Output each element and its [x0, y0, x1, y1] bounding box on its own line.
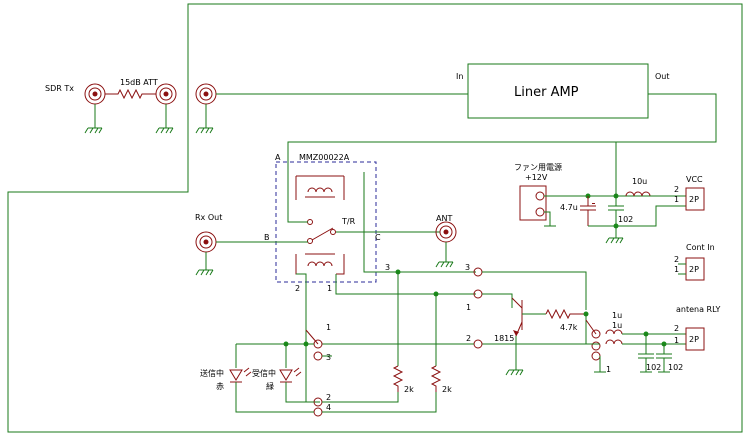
label-cont-pin1: 1	[674, 265, 679, 274]
label-vcc-2p: 2P	[689, 195, 699, 204]
res-4-7k	[545, 308, 586, 320]
label-fan-v: +12V	[525, 173, 548, 182]
label-res-47k: 4.7k	[560, 323, 578, 332]
sdr-tx-connector	[84, 83, 106, 134]
label-rx-out: Rx Out	[195, 213, 222, 222]
label-relay-pin3-right: 3	[465, 263, 470, 272]
label-led-rx-color: 緑	[266, 381, 274, 391]
label-coil-pin1: 1	[327, 284, 332, 293]
wire-sw-right	[322, 355, 437, 413]
label-pin-c: C	[375, 233, 381, 242]
chip-outline	[275, 161, 377, 283]
wire-led-vert	[235, 344, 287, 368]
wire-coil-pin2	[296, 273, 320, 403]
label-sw-pin4: 4	[326, 403, 331, 412]
rly-2p-box	[685, 327, 705, 351]
res-2k-a	[392, 365, 404, 392]
relay-pin2-contact	[473, 339, 483, 349]
amp-in-connector	[195, 83, 217, 134]
label-rly-pin1: 1	[674, 336, 679, 345]
cap-102c	[656, 344, 672, 373]
upper-coil	[295, 175, 345, 200]
label-antena-rly: antena RLY	[676, 305, 721, 314]
label-ind-1u-a: 1u	[612, 311, 622, 320]
label-cap-102a: 102	[618, 215, 633, 224]
res-2k-b	[430, 365, 442, 392]
sw-contacts	[305, 329, 323, 417]
label-ind-10u: 10u	[632, 177, 647, 186]
tr-switch	[287, 166, 440, 244]
wire-chip-right	[363, 172, 476, 273]
label-pin-a: A	[275, 153, 281, 162]
wire-fan-gnd	[588, 205, 686, 227]
label-vcc-pin1: 1	[674, 195, 679, 204]
vcc-2p-box	[685, 187, 705, 211]
label-amp-in: In	[456, 72, 463, 81]
label-sw-pin3: 3	[326, 353, 331, 362]
label-coil-pin2: 2	[295, 284, 300, 293]
wire-fan-gnd-sym	[605, 226, 624, 244]
wire-amp-out	[287, 93, 717, 166]
liner-amp-box	[467, 63, 649, 119]
label-ind-1u-b: 1u	[612, 321, 622, 330]
att-resistor	[105, 88, 156, 100]
att-out-connector	[155, 83, 177, 134]
relay-contacts	[473, 267, 587, 310]
cont-2p-box	[685, 257, 705, 281]
rx-out-connector	[195, 231, 217, 276]
fan-connector	[519, 185, 656, 227]
label-rly-2p: 2P	[689, 335, 699, 344]
led-tx	[229, 367, 252, 383]
label-amp-title: Liner AMP	[514, 85, 579, 100]
ind-10u	[625, 191, 651, 197]
transistor-1815	[505, 297, 524, 376]
label-tr: T/R	[341, 217, 356, 226]
label-att: 15dB ATT	[120, 78, 158, 87]
label-led-tx-color: 赤	[216, 382, 224, 391]
ind-1u-a	[605, 329, 623, 335]
label-cont-in: Cont In	[686, 243, 715, 252]
label-chip: MMZ00022A	[299, 153, 350, 162]
ind-1u-b	[605, 339, 623, 345]
label-sw-pin1: 1	[326, 323, 331, 332]
outer-frame	[7, 3, 743, 433]
label-cont-2p: 2P	[689, 265, 699, 274]
label-sdr-tx: SDR Tx	[45, 84, 74, 93]
cap-102a	[608, 196, 624, 228]
label-fan-title: ファン用電源	[514, 163, 562, 172]
label-res-2k-b: 2k	[442, 385, 452, 394]
cap-102b	[638, 334, 654, 373]
label-relay-pin2: 2	[466, 334, 471, 343]
label-cap-102b: 102	[646, 363, 661, 372]
wire-rly-feed	[622, 333, 686, 345]
label-amp-out: Out	[655, 72, 670, 81]
dot-306-344	[303, 341, 309, 347]
led-rx	[279, 367, 302, 383]
label-vcc-pin2: 2	[674, 185, 679, 194]
wire-coil-pin1	[335, 274, 476, 295]
wire-led-bottom	[235, 382, 314, 413]
label-cap-102c: 102	[668, 363, 683, 372]
label-ant: ANT	[436, 214, 452, 223]
label-vcc: VCC	[686, 175, 703, 184]
wire-cont	[678, 263, 686, 275]
label-q1: 1815	[494, 334, 514, 343]
label-cont-pin2: 2	[674, 255, 679, 264]
label-cap-47u: 4.7u	[560, 203, 578, 212]
label-pin-b: B	[264, 233, 270, 242]
label-res-2k-a: 2k	[404, 385, 414, 394]
cap-4-7u	[580, 196, 596, 226]
label-rly-pin2: 2	[674, 324, 679, 333]
label-led-tx: 送信中	[200, 368, 224, 378]
ant-connector	[435, 221, 457, 268]
label-relay-pin1-right: 1	[466, 303, 471, 312]
label-relay-pin3-top: 3	[385, 263, 390, 272]
lower-coil	[295, 253, 345, 275]
label-led-rx: 受信中	[252, 368, 276, 378]
antena-rly-block	[585, 319, 606, 373]
label-rly-pin1-low: 1	[606, 365, 611, 374]
label-sw-pin2: 2	[326, 393, 331, 402]
